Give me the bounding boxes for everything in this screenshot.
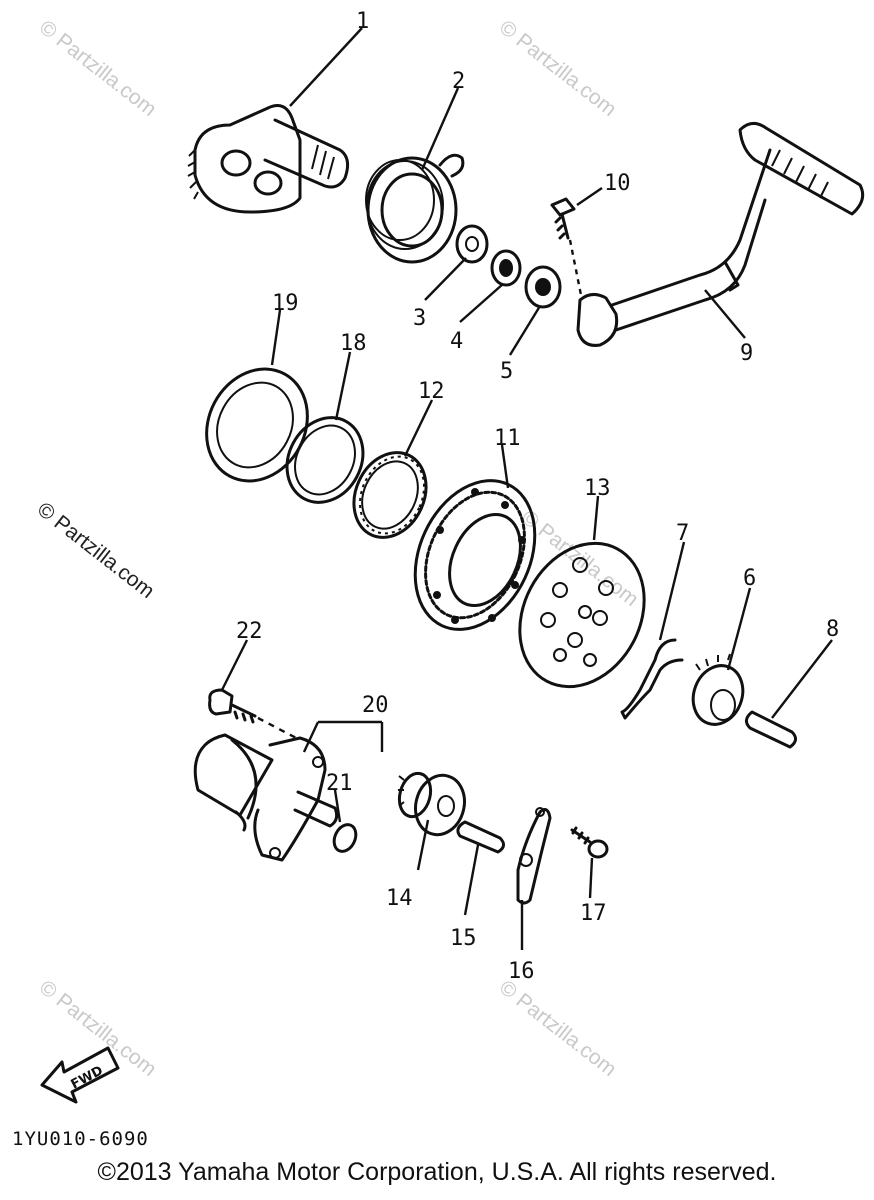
part-1-kick-shaft — [187, 104, 350, 214]
copyright-notice: ©2013 Yamaha Motor Corporation, U.S.A. A… — [97, 1158, 777, 1186]
part-16-plate — [516, 807, 552, 905]
part-10-bolt — [550, 197, 576, 240]
callout-14: 14 — [386, 886, 413, 911]
part-19-plate — [205, 367, 309, 483]
callout-3: 3 — [413, 306, 426, 331]
watermark-top-right: © Partzilla.com — [495, 16, 621, 121]
callout-17: 17 — [580, 901, 607, 926]
part-12-bearing — [352, 451, 428, 539]
diagram-code: 1YU010-6090 — [12, 1128, 149, 1150]
callout-18: 18 — [340, 331, 367, 356]
callout-9: 9 — [740, 341, 753, 366]
callout-1: 1 — [356, 9, 369, 34]
callout-4: 4 — [450, 329, 463, 354]
part-2-spring — [365, 153, 465, 264]
part-5-washer — [524, 265, 562, 309]
part-20-starter-motor — [193, 733, 339, 862]
part-14-gear — [397, 771, 466, 837]
part-9-kick-crank — [576, 122, 865, 347]
callouts: 1 2 3 4 5 6 7 8 9 10 11 12 13 14 15 16 1… — [236, 9, 839, 984]
callout-16: 16 — [508, 959, 535, 984]
watermark-top-left: © Partzilla.com — [35, 16, 161, 121]
part-17-bolt — [570, 826, 609, 859]
bolt-10-guide — [568, 239, 584, 301]
callout-10: 10 — [604, 171, 631, 196]
callout-6: 6 — [743, 566, 756, 591]
part-3-washer — [455, 224, 489, 264]
callout-5: 5 — [500, 359, 513, 384]
part-6-gear — [691, 653, 745, 726]
callout-11: 11 — [494, 426, 521, 451]
callout-8: 8 — [826, 617, 839, 642]
callout-19: 19 — [272, 291, 299, 316]
part-22-bolt — [208, 688, 257, 724]
watermark-bottom-right: © Partzilla.com — [495, 976, 621, 1081]
callout-12: 12 — [418, 379, 445, 404]
callout-13: 13 — [584, 476, 611, 501]
callout-7: 7 — [676, 521, 689, 546]
callout-2: 2 — [452, 69, 465, 94]
watermark-mid-left: © Partzilla.com — [33, 498, 159, 603]
part-13-plate — [518, 541, 646, 689]
part-11-clutch-gear — [413, 479, 537, 631]
part-18-ring — [285, 416, 365, 504]
part-7-clip — [620, 638, 684, 720]
callout-20: 20 — [362, 693, 389, 718]
part-15-shaft — [456, 820, 505, 854]
leader-lines — [220, 27, 833, 950]
part-4-collar — [490, 249, 522, 287]
callout-15: 15 — [450, 926, 477, 951]
fwd-arrow: FWD — [40, 1046, 120, 1104]
bolt-22-guide — [257, 716, 301, 742]
part-8-shaft — [745, 710, 797, 749]
callout-22: 22 — [236, 619, 263, 644]
callout-21: 21 — [326, 771, 353, 796]
watermarks: © Partzilla.com © Partzilla.com © Partzi… — [33, 16, 643, 1081]
part-21-o-ring — [332, 823, 358, 853]
